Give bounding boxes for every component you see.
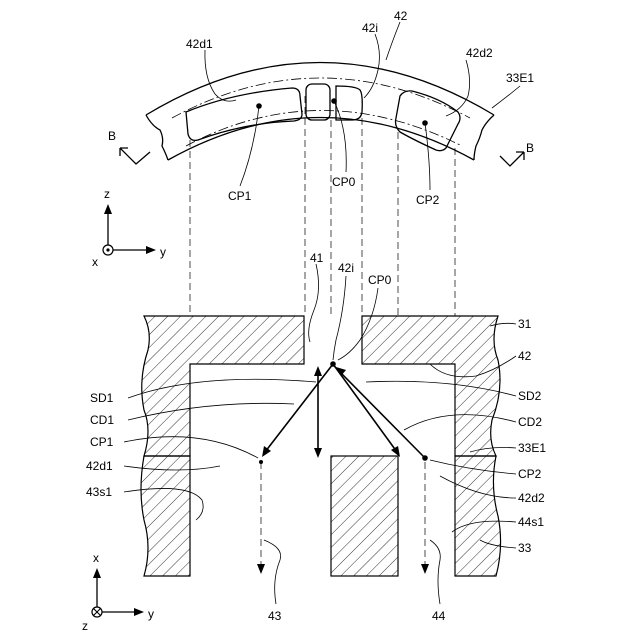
- label-42d2: 42d2: [518, 491, 545, 505]
- label-44: 44: [432, 609, 446, 623]
- axis-bottom-y-label: y: [148, 607, 154, 621]
- label-33: 33: [518, 541, 532, 555]
- section-view: [124, 264, 516, 604]
- leader-42-top: [386, 22, 400, 60]
- label-42d1-top: 42d1: [186, 37, 213, 51]
- label-42-mid: 42: [518, 349, 532, 363]
- axis-top-z-label: z: [104, 187, 110, 201]
- label-cd2: CD2: [518, 415, 542, 429]
- label-cd1: CD1: [90, 413, 114, 427]
- label-33E1: 33E1: [518, 441, 546, 455]
- section-arrow-b-left: [120, 148, 150, 164]
- leader-41: [309, 264, 319, 342]
- leader-44: [430, 540, 440, 604]
- label-42i-top: 42i: [362, 21, 378, 35]
- label-cp1-top: CP1: [228, 189, 252, 203]
- top-arc-view: [120, 22, 524, 190]
- axis-top-y-label: y: [160, 245, 166, 259]
- axes-bottom: [92, 568, 144, 617]
- label-cp1: CP1: [90, 435, 114, 449]
- axis-top-x-label: x: [92, 255, 98, 269]
- axis-bottom-x-label: x: [93, 551, 99, 565]
- label-41: 41: [310, 251, 324, 265]
- section-arrow-b-right: [500, 152, 524, 166]
- leader-43: [264, 540, 281, 604]
- label-cp0-mid: CP0: [368, 273, 392, 287]
- label-43s1: 43s1: [86, 485, 112, 499]
- leader-cp1-top: [240, 106, 259, 186]
- opening-42i-left: [306, 84, 330, 120]
- label-33E1-top: 33E1: [506, 71, 534, 85]
- leader-42i-mid: [333, 276, 346, 360]
- label-42-top: 42: [394, 9, 408, 23]
- label-sd2: SD2: [518, 389, 542, 403]
- label-31: 31: [518, 317, 532, 331]
- axis-bottom-z-label: z: [82, 619, 88, 633]
- block-center-lower: [331, 456, 398, 576]
- block-right-upper: [362, 316, 500, 456]
- block-left-upper: [142, 316, 304, 456]
- label-b-left: B: [108, 129, 116, 143]
- label-cp2-top: CP2: [416, 193, 440, 207]
- label-43: 43: [268, 609, 282, 623]
- label-cp2: CP2: [518, 467, 542, 481]
- arc-right-break: [474, 115, 494, 160]
- opening-42d2: [396, 91, 461, 151]
- label-42d1: 42d1: [86, 459, 113, 473]
- arc-dashdot-inner: [186, 111, 462, 147]
- label-42i-mid: 42i: [338, 261, 354, 275]
- block-right-lower: [455, 456, 501, 576]
- block-left-lower: [141, 456, 190, 576]
- label-44s1: 44s1: [518, 515, 544, 529]
- leader-33E1-top: [492, 86, 520, 108]
- label-b-right: B: [526, 141, 534, 155]
- opening-42d1: [186, 88, 302, 140]
- label-42d2-top: 42d2: [466, 46, 493, 60]
- label-sd1: SD1: [90, 391, 114, 405]
- label-cp0-top: CP0: [332, 175, 356, 189]
- leader-cp2-top: [425, 123, 430, 190]
- axes-top: [103, 204, 156, 255]
